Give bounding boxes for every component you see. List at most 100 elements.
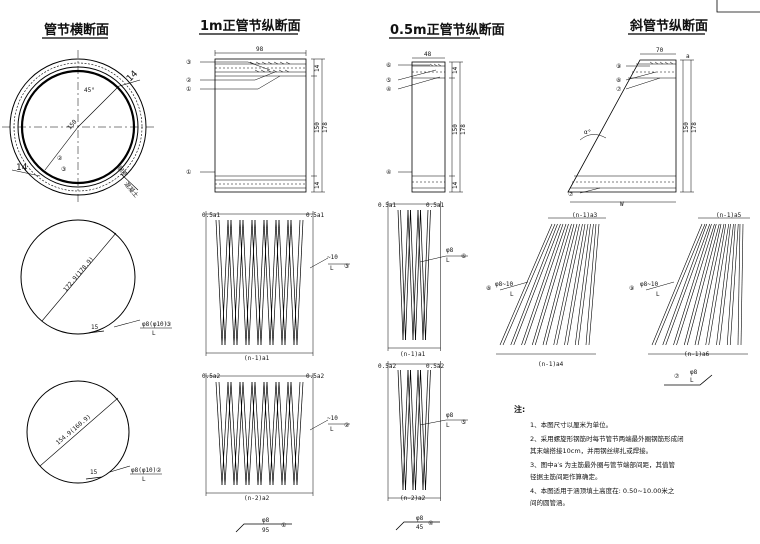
spiral-rebars xyxy=(205,201,750,501)
s1-bot-label: L xyxy=(330,265,334,272)
note-2: 2、采用螺旋形钢筋时每节管节两端最外圈钢筋形成闭 xyxy=(530,434,684,443)
s1-right: 0.5a1 xyxy=(306,212,324,219)
s3-bot-label: L xyxy=(446,257,450,264)
spiral-1-seg xyxy=(230,219,238,346)
b7-bot: L xyxy=(690,377,694,384)
note-3b: 径据主筋间距作算确定。 xyxy=(530,472,602,481)
spiral-2-seg xyxy=(242,381,250,486)
spiral-1-seg xyxy=(296,219,304,346)
b4-bot: 45 xyxy=(416,524,424,531)
note-1: 1、本图尺寸以厘米为单位。 xyxy=(530,420,612,429)
ring2-L: L xyxy=(142,476,146,483)
b7-mark: ⑦ xyxy=(674,373,680,380)
spiral-1-seg xyxy=(215,219,223,346)
spiral-6-bar xyxy=(705,223,727,346)
long05-height2: 178 xyxy=(460,124,467,135)
cross-marker-2: ② xyxy=(57,155,63,162)
long1m-marker-2: ② xyxy=(186,77,192,84)
long1m-marker-1: ① xyxy=(186,86,191,93)
spiral-6-bar xyxy=(737,223,741,346)
s1-bottom: (n-1)a1 xyxy=(244,355,270,362)
spiral-2-seg xyxy=(260,381,268,486)
spiral-5-bar xyxy=(524,223,567,346)
spiral-4-seg xyxy=(407,369,414,491)
spiral-6-bar xyxy=(740,223,744,346)
s1-mark: ③ xyxy=(344,263,349,270)
spiral-1-seg xyxy=(251,219,259,346)
spiral-3-leader xyxy=(419,255,447,263)
s2-left: 0.5a2 xyxy=(202,373,220,380)
skew-height: 150 xyxy=(683,122,690,133)
spiral-2-seg xyxy=(287,381,295,486)
spiral-6-bar xyxy=(719,223,734,346)
ring-rebar-2: 154.9(160.9) 15 φ8(φ10) ② L xyxy=(26,380,162,484)
long05-side-bot: 14 xyxy=(452,181,459,189)
spiral-6-bar xyxy=(651,223,703,346)
spiral-6-bar xyxy=(662,223,708,346)
ring1-rebar-label: φ8(φ10) xyxy=(142,321,167,328)
spiral-1-seg xyxy=(266,219,274,346)
spiral-2-seg xyxy=(239,381,247,486)
title-long-05m: 0.5m正管节纵断面 xyxy=(390,22,505,38)
spiral-5-bar xyxy=(521,223,564,346)
spiral-1-seg xyxy=(224,219,232,346)
ring2-diameter-label: 154.9(160.9) xyxy=(55,413,93,446)
s6-mark: ⑨ xyxy=(629,285,634,292)
spiral-3-seg xyxy=(400,209,406,341)
s4-bot-label: L xyxy=(446,422,450,429)
spiral-6-leader xyxy=(645,281,675,291)
long1m-height: 150 xyxy=(314,122,321,133)
spiral-5-bar xyxy=(545,223,578,346)
spiral-5-bar xyxy=(513,223,561,346)
spiral-1-seg xyxy=(254,219,262,346)
spiral-5-bar xyxy=(502,223,556,346)
spiral-1-seg xyxy=(248,219,256,346)
s5-mark: ⑧ xyxy=(486,285,491,292)
skew-marker-8: ⑧ xyxy=(616,77,621,84)
spiral-6-bar xyxy=(665,223,711,346)
long05-height: 150 xyxy=(452,124,459,135)
s5-bottom: (n-1)a4 xyxy=(538,361,564,368)
long05-width: 48 xyxy=(424,51,432,58)
spiral-2-seg xyxy=(257,381,265,486)
spiral-1-seg xyxy=(233,219,241,346)
ring2-rebar-mark: ② xyxy=(156,467,162,474)
long05-marker-4b: ④ xyxy=(386,169,391,176)
s6-top-label: φ8~10 xyxy=(640,281,658,288)
cross-inner-text: 钢筋 xyxy=(115,164,129,178)
s3-top-label: φ8 xyxy=(446,247,454,254)
frame-corner xyxy=(716,0,760,13)
long05-marker-5: ⑤ xyxy=(386,77,391,84)
s2-right: 0.5a2 xyxy=(306,373,324,380)
spiral-1-seg xyxy=(278,219,286,346)
long1m-side-bot: 14 xyxy=(314,181,321,189)
skew-width: W xyxy=(620,201,624,208)
spiral-2-seg xyxy=(236,381,244,486)
s2-top-label: ~10 xyxy=(327,415,338,422)
spiral-5-bar xyxy=(564,223,586,346)
spiral-5-bar xyxy=(577,223,594,346)
note-3: 3、图中a′s 为主筋最外圈与管节端部间距，其值管 xyxy=(530,460,676,469)
spiral-3-seg xyxy=(412,209,419,341)
spiral-5-bar xyxy=(510,223,558,346)
spiral-3-seg xyxy=(405,209,411,341)
ring1-rebar-mark: ③ xyxy=(166,321,171,328)
spiral-6-bar xyxy=(654,223,706,346)
note-4b: 间的圆管涵。 xyxy=(530,498,569,507)
spiral-1-seg xyxy=(227,219,235,346)
s2-mark: ② xyxy=(344,422,350,429)
b1-bot: 95 xyxy=(262,527,270,534)
spiral-6-bar xyxy=(673,223,712,346)
spiral-2-seg xyxy=(284,381,292,486)
s2-bot-label: L xyxy=(330,426,334,433)
s4-mark: ⑤ xyxy=(461,419,466,426)
s3-left: 0.5a1 xyxy=(378,202,396,209)
spiral-1-seg xyxy=(242,219,250,346)
b1-top: φ8 xyxy=(262,517,270,524)
spiral-6-bar xyxy=(697,223,725,346)
b1-mark: ① xyxy=(281,522,286,529)
s4-right: 0.5a2 xyxy=(426,363,444,370)
spiral-4-seg xyxy=(422,369,429,491)
long1m-width: 98 xyxy=(256,46,264,53)
spiral-2-seg xyxy=(221,381,229,486)
